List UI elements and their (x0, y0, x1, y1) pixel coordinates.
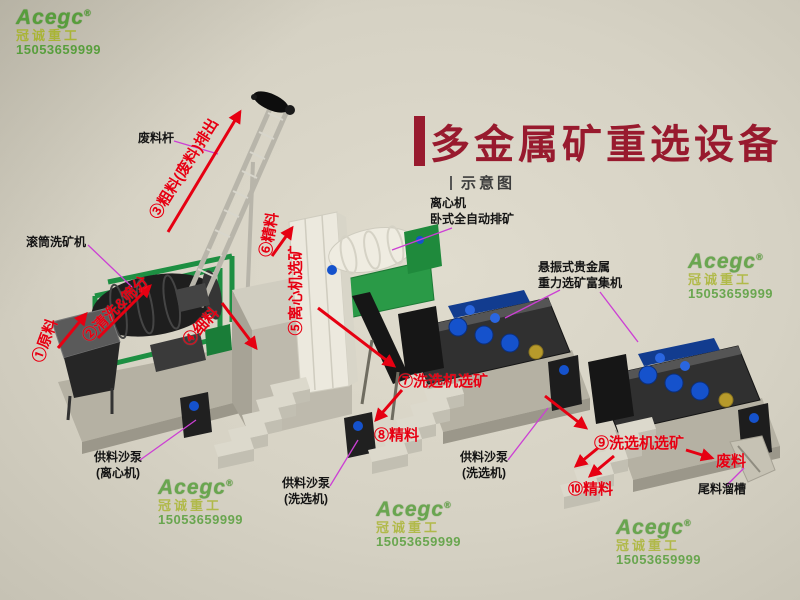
flow-arrows (56, 109, 715, 478)
title-accent-bar (414, 116, 425, 166)
label-centrifuge: 离心机 卧式全自动排矿 (430, 196, 515, 226)
flow-label-waste: 废料 (716, 453, 747, 470)
flow-label-9-washer-2: ⑨洗选机选矿 (594, 435, 685, 452)
flow-label-5-centrifuge: ⑤离心机选矿 (287, 245, 305, 336)
label-tailings-chute: 尾料溜槽 (698, 482, 747, 496)
waste-discharge-conveyor (175, 91, 295, 312)
label-feed-pump-centrifuge: 供料沙泵 (离心机) (94, 450, 143, 480)
label-pointer-lines (87, 140, 745, 487)
flow-label-8-concentrate: ⑧精料 (374, 427, 420, 444)
label-feed-pump-washer-1: 供料沙泵 (洗选机) (282, 476, 331, 506)
shaking-concentrator-2 (560, 336, 782, 509)
centrifuge-machine (214, 211, 442, 469)
flow-label-7-washer-1: ⑦洗选机选矿 (398, 373, 489, 390)
subtitle-tick (450, 176, 452, 190)
watermark-bottom-right: Acegc® 冠诚重工 15053659999 (616, 516, 702, 568)
label-waste-rod: 废料杆 (138, 131, 175, 145)
label-drum-washer: 滚筒洗矿机 (26, 235, 87, 249)
watermark-right: Acegc® 冠诚重工 15053659999 (688, 250, 774, 302)
watermark-bottom-left: Acegc® 冠诚重工 15053659999 (158, 476, 244, 528)
label-feed-pump-washer-2: 供料沙泵 (洗选机) (460, 450, 509, 480)
page-subtitle: 示意图 (450, 172, 515, 193)
page-title: 多金属矿重选设备 (430, 123, 782, 167)
label-suspension-concentrator: 悬振式贵金属 重力选矿富集机 (538, 260, 623, 290)
watermark-top-left: Acegc® 冠诚重工 15053659999 (16, 6, 102, 58)
watermark-bottom-center: Acegc® 冠诚重工 15053659999 (376, 498, 462, 550)
flow-label-10-concentrate: ⑩精料 (568, 481, 614, 498)
drum-washer-machine (51, 253, 260, 454)
